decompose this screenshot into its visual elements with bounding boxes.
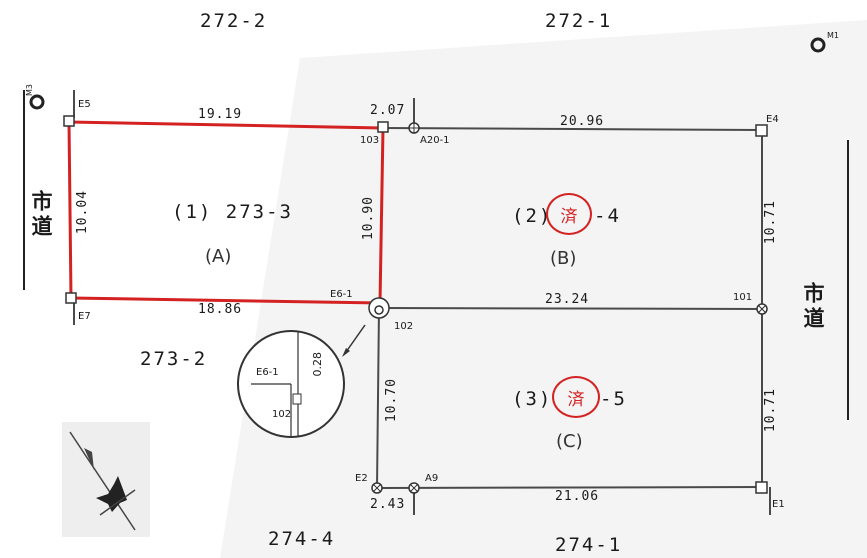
dim-bottom-gap: 2.43 (370, 497, 406, 512)
compass-rose-icon (62, 422, 150, 537)
neighbor-272-2: 272-2 (200, 10, 268, 32)
lot-b-number-suffix: -4 (594, 205, 621, 227)
benchmark-right-icon (810, 37, 826, 53)
point-102: 102 (394, 321, 414, 332)
paper-shade (220, 20, 867, 558)
inset-point-102: 102 (272, 409, 292, 420)
benchmark-left-icon (29, 94, 45, 110)
dim-right-c: 10.71 (763, 388, 778, 433)
lot-b-number-prefix: (2) (512, 205, 553, 227)
dim-mid-c-vert: 10.70 (384, 378, 399, 423)
inset-detail (237, 324, 366, 438)
dim-bottom-c: 21.06 (555, 489, 600, 504)
neighbor-273-2: 273-2 (140, 348, 208, 370)
dim-inset-vert: 0.28 (311, 352, 324, 377)
road-label-left: 市道 (29, 190, 53, 240)
dim-right-b: 10.71 (763, 200, 778, 245)
neighbor-272-1: 272-1 (545, 10, 613, 32)
dim-top-a: 19.19 (198, 107, 243, 122)
point-a9: A9 (425, 473, 439, 484)
lot-c-stamp: 済 (552, 376, 600, 418)
lot-c-number-suffix: -5 (600, 388, 627, 410)
point-e1: E1 (772, 499, 785, 510)
point-e5: E5 (78, 99, 91, 110)
neighbor-274-1: 274-1 (555, 534, 623, 556)
lot-b-stamp: 済 (546, 193, 592, 235)
lot-a-number: (1) 273-3 (172, 201, 293, 223)
lot-a-marker: (A) (205, 246, 232, 267)
dim-bottom-a: 18.86 (198, 302, 243, 317)
dim-top-b: 20.96 (560, 114, 605, 129)
benchmark-left-label: M3 (25, 84, 34, 96)
dim-left-a: 10.04 (75, 190, 90, 235)
point-101: 101 (733, 292, 753, 303)
lot-b-marker: (B) (550, 248, 577, 269)
lot-c-number-prefix: (3) (512, 388, 553, 410)
dim-mid-bc: 23.24 (545, 292, 590, 307)
dim-mid-a-vert: 10.90 (361, 196, 376, 241)
road-label-right: 市道 (801, 282, 825, 332)
point-e4: E4 (766, 114, 779, 125)
benchmark-right-label: M1 (827, 31, 839, 40)
dim-top-gap: 2.07 (370, 103, 406, 118)
point-e7: E7 (78, 311, 91, 322)
lot-c-marker: (C) (556, 431, 583, 452)
point-a20-1: A20-1 (420, 135, 450, 146)
neighbor-274-4: 274-4 (268, 528, 336, 550)
inset-point-e6-1: E6-1 (256, 367, 279, 378)
point-e6-1: E6-1 (330, 289, 353, 300)
point-103: 103 (360, 135, 380, 146)
point-e2: E2 (355, 473, 368, 484)
